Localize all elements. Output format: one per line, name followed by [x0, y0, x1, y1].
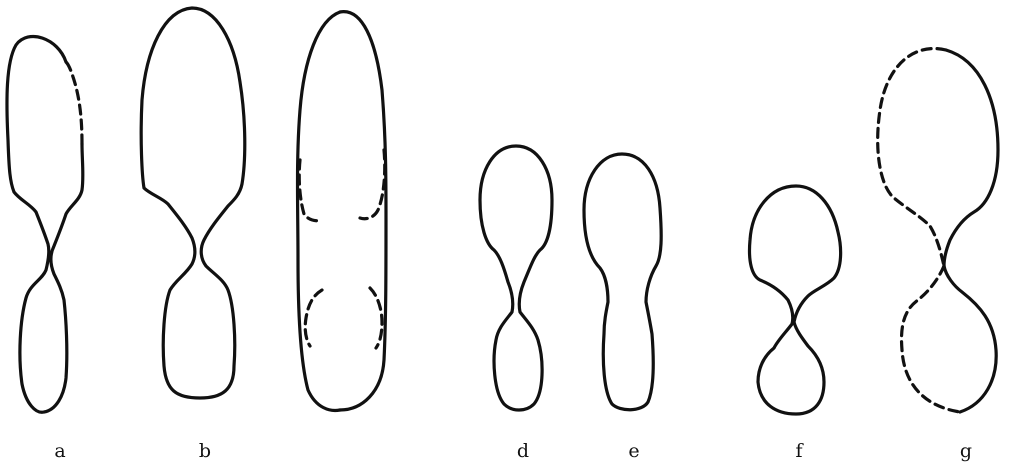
panel-d: d [480, 146, 552, 462]
panel-a-dashed-segment [66, 62, 82, 144]
panel-e: e [584, 154, 661, 462]
panel-c-dashed-segment-upper-left [299, 160, 322, 221]
panel-b-label: b [199, 440, 211, 462]
panel-a-label: a [54, 440, 65, 462]
panel-c [298, 12, 387, 411]
panel-g-solid-lower-right [944, 266, 996, 412]
panel-a-outline [7, 37, 83, 413]
panel-e-label: e [628, 440, 639, 462]
panel-c-dashed-segment-lower-left [305, 290, 322, 346]
panel-g-dashed-upper-left [878, 49, 946, 266]
panel-b: b [141, 8, 245, 462]
panel-c-dashed-segment-upper-right [360, 150, 385, 219]
panel-d-label: d [517, 440, 529, 462]
panel-f-label: f [795, 440, 804, 462]
panel-a: a [7, 37, 83, 462]
panel-f-outline [749, 186, 840, 414]
panel-c-dashed-segment-lower-right [370, 288, 382, 348]
panel-g-solid-upper-right [944, 50, 998, 266]
panel-g-dashed-lower-left [902, 266, 960, 412]
panel-f: f [749, 186, 840, 462]
panel-g-label: g [960, 440, 972, 462]
panel-d-outline [480, 146, 552, 410]
panel-g: g [878, 49, 998, 462]
panel-b-outline [141, 8, 245, 398]
panel-e-outline [584, 154, 661, 410]
